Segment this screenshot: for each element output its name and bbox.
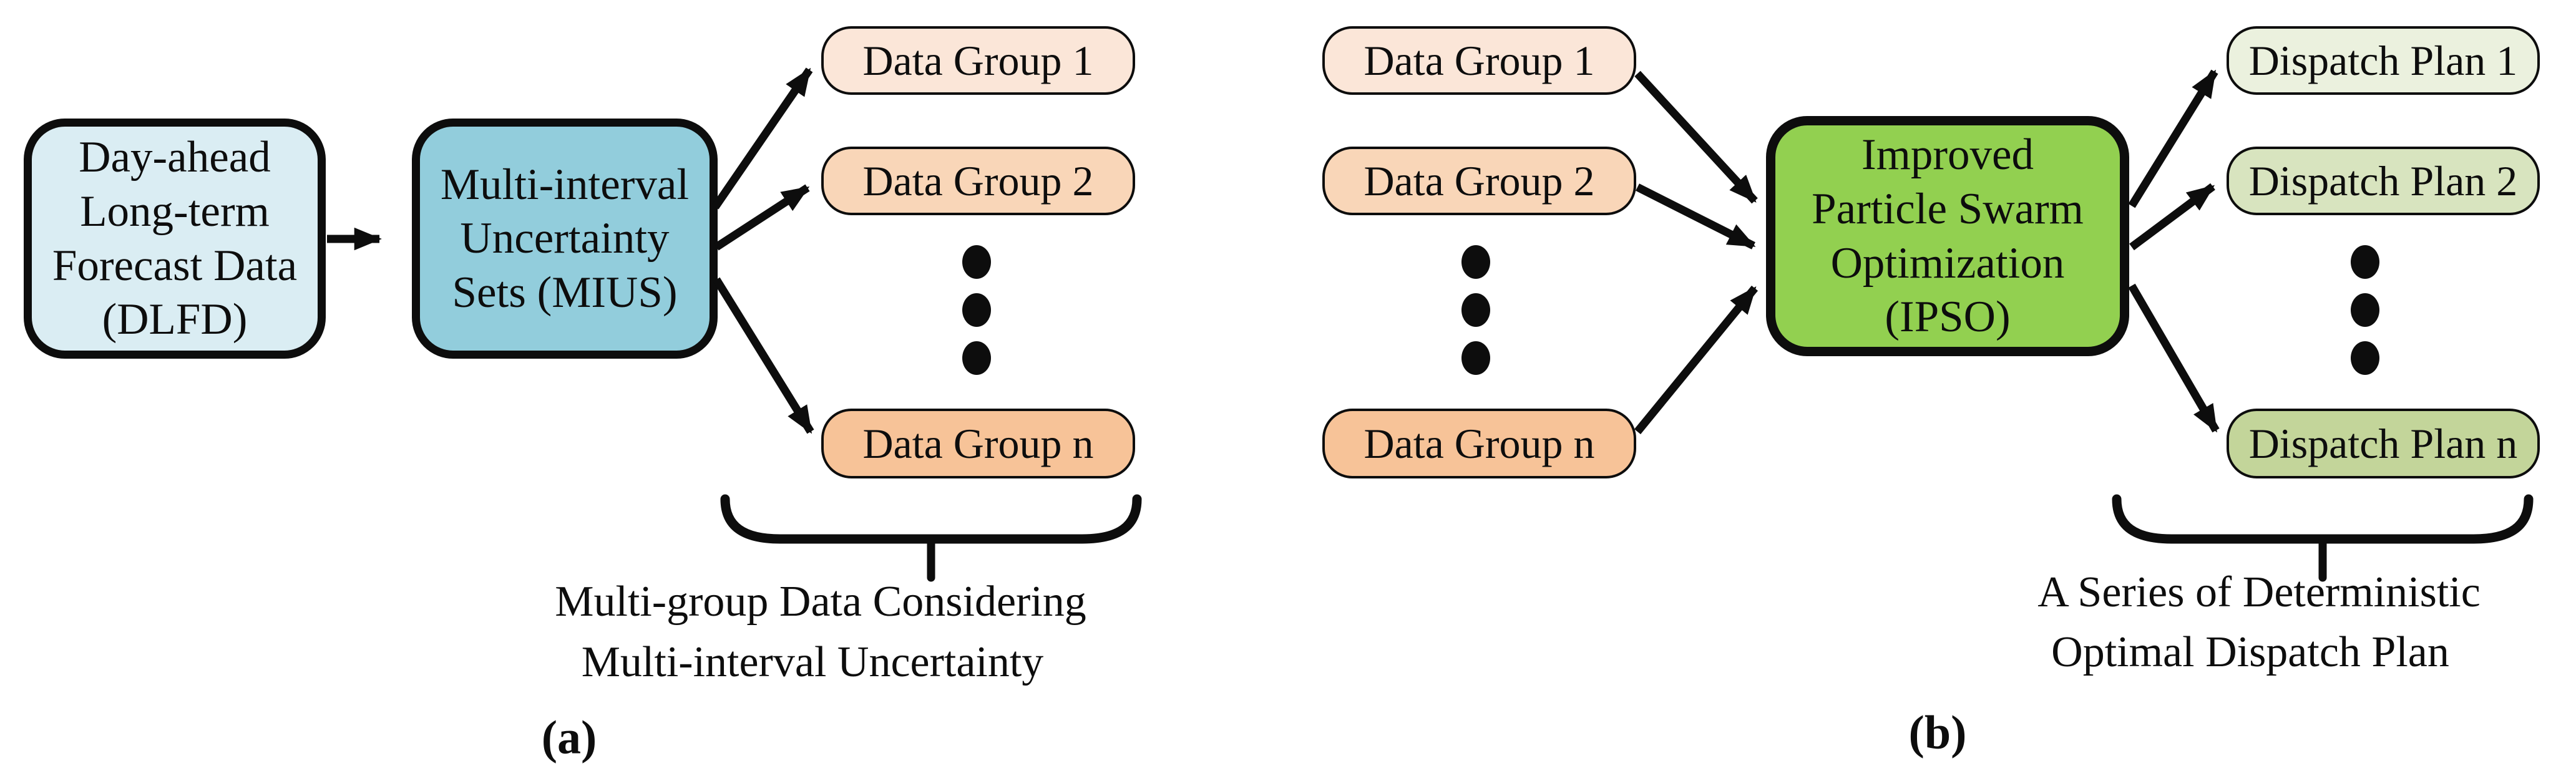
arrow-ipso-to-dispatch-plan-1 [2128, 69, 2218, 208]
panel-b-caption-line1: A Series of Deterministic [2037, 568, 2481, 616]
arrow-data-group-1-to-ipso [1634, 70, 1758, 204]
dot [1461, 293, 1490, 327]
panel-a-data-group-1-label: Data Group 1 [862, 36, 1094, 84]
dispatch-plan-2-box: Dispatch Plan 2 [2227, 147, 2540, 215]
panel-b-input-ellipsis-dots [1461, 245, 1490, 375]
mius-box-line1: Multi-interval [440, 160, 690, 209]
mius-box-line3: Sets (MIUS) [452, 268, 678, 317]
panel-a-data-group-2-label: Data Group 2 [862, 157, 1094, 205]
ipso-box-line1: Improved [1861, 130, 2034, 180]
dispatch-plan-1-label: Dispatch Plan 1 [2248, 36, 2518, 84]
panel-b-label: (b) [1908, 706, 1967, 759]
panel-b-data-group-2-label: Data Group 2 [1364, 157, 1595, 205]
dlfd-box-line3: Forecast Data [52, 241, 298, 290]
panel-a-data-group-n-box: Data Group n [821, 409, 1135, 478]
panel-a-brace [720, 494, 1142, 544]
panel-b-output-ellipsis-dots [2351, 245, 2379, 375]
arrow-data-group-2-to-ipso [1636, 183, 1756, 250]
dispatch-plan-2-label: Dispatch Plan 2 [2248, 157, 2518, 205]
arrow-mius-to-data-group-2 [714, 184, 810, 251]
arrow-ipso-to-dispatch-plan-2 [2129, 183, 2215, 251]
panel-a-label: (a) [541, 711, 597, 764]
dot [1461, 245, 1490, 279]
panel-b-data-group-n-label: Data Group n [1364, 419, 1595, 467]
dot [2351, 341, 2379, 375]
dlfd-box-line4: (DLFD) [102, 295, 248, 344]
dispatch-plan-n-box: Dispatch Plan n [2227, 409, 2540, 478]
dot [962, 341, 991, 375]
panel-a-data-group-1-box: Data Group 1 [821, 26, 1135, 95]
panel-b-data-group-1-box: Data Group 1 [1322, 26, 1636, 95]
dot [1461, 341, 1490, 375]
dot [2351, 245, 2379, 279]
panel-b-caption-line2: Optimal Dispatch Plan [2051, 628, 2449, 676]
panel-a-caption-line2: Multi-interval Uncertainty [581, 638, 1044, 686]
panel-a-caption-line1: Multi-group Data Considering [555, 578, 1086, 626]
panel-b-data-group-1-label: Data Group 1 [1364, 36, 1595, 84]
ipso-box-line2: Particle Swarm [1812, 184, 2084, 233]
arrow-data-group-n-to-ipso [1634, 285, 1759, 435]
dlfd-box-line2: Long-term [80, 187, 270, 236]
ipso-box: Improved Particle Swarm Optimization (IP… [1766, 116, 2129, 356]
arrow-ipso-to-dispatch-plan-n [2128, 283, 2220, 433]
dlfd-box: Day-ahead Long-term Forecast Data (DLFD) [24, 119, 326, 359]
panel-b-data-group-2-box: Data Group 2 [1322, 147, 1636, 215]
dot [962, 245, 991, 279]
mius-box: Multi-interval Uncertainty Sets (MIUS) [412, 119, 718, 359]
panel-a-data-group-n-label: Data Group n [862, 419, 1094, 467]
ipso-box-line3: Optimization [1830, 238, 2065, 288]
panel-a-ellipsis-dots [962, 245, 991, 375]
dot [962, 293, 991, 327]
ipso-box-line4: (IPSO) [1885, 293, 2011, 342]
dlfd-box-line1: Day-ahead [79, 133, 271, 182]
dot [2351, 293, 2379, 327]
panel-b-data-group-n-box: Data Group n [1322, 409, 1636, 478]
arrow-mius-to-data-group-1 [711, 67, 813, 210]
dispatch-plan-1-box: Dispatch Plan 1 [2227, 26, 2540, 95]
mius-box-line2: Uncertainty [460, 214, 670, 263]
panel-a-data-group-2-box: Data Group 2 [821, 147, 1135, 215]
panel-b-brace [2112, 494, 2534, 544]
dispatch-plan-n-label: Dispatch Plan n [2248, 419, 2518, 467]
arrow-mius-to-data-group-n [713, 277, 814, 434]
